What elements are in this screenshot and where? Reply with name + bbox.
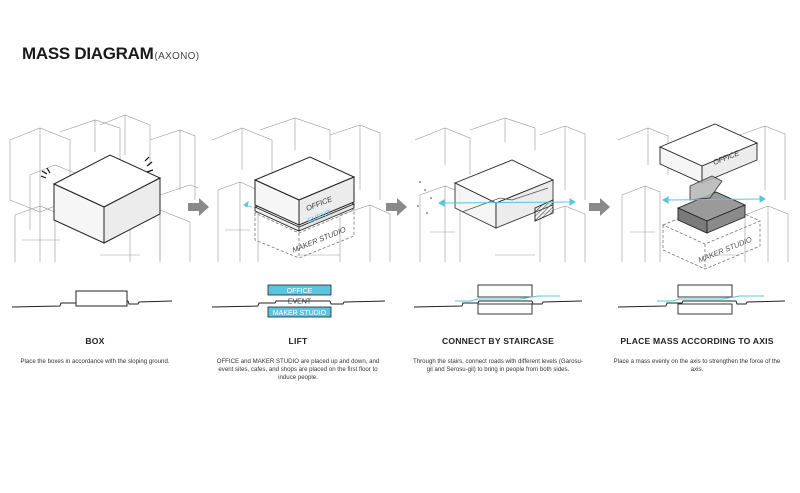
translucent-mass	[453, 159, 555, 229]
panel-axis-axono: OFFICE MAKER STUDIO	[617, 123, 789, 270]
dark-mass	[676, 175, 747, 234]
page-title-text: MASS DIAGRAM	[22, 44, 154, 63]
studio-mass-dashed	[661, 201, 762, 270]
step-title-staircase: CONNECT BY STAIRCASE	[441, 336, 555, 346]
panel-box-axono	[9, 114, 199, 262]
section-label-studio: MAKER STUDIO	[273, 310, 327, 317]
panel-staircase-axono	[414, 117, 586, 262]
context-buildings	[9, 114, 199, 262]
stair-dots	[417, 181, 432, 214]
section-studio-band	[267, 306, 332, 318]
step-title-lift: LIFT	[288, 336, 308, 346]
box-mass	[52, 154, 162, 244]
section-office-band	[267, 284, 332, 296]
panel-box-section	[11, 290, 173, 308]
flow-arrow-icon	[243, 200, 253, 208]
office-mass-floating	[658, 123, 759, 184]
step-title-axis: PLACE MASS ACCORDING TO AXIS	[620, 336, 774, 346]
step-desc-box: Place the boxes in accordance with the s…	[20, 358, 170, 365]
step-desc-axis: Place a mass evenly on the axis to stren…	[613, 358, 781, 373]
arrow-right-icon-3	[589, 198, 610, 216]
context-buildings	[211, 117, 391, 262]
section-label-office: OFFICE	[287, 288, 313, 295]
arrow-right-icon-1	[188, 198, 209, 216]
panel-lift-axono: OFFICE EVENT MAKER STUDIO	[211, 117, 391, 262]
step-desc-staircase: Through the stairs, connect roads with d…	[413, 358, 583, 373]
panel-lift-section: OFFICE EVENT MAKER STUDIO	[211, 284, 386, 318]
panel-staircase-section	[413, 284, 583, 315]
page-title: MASS DIAGRAM(AXONO)	[22, 44, 199, 64]
axis-arrow-icon	[438, 198, 576, 207]
page-subtitle: (AXONO)	[154, 51, 200, 62]
office-mass	[253, 156, 356, 226]
section-flow-line	[657, 295, 764, 302]
panel-axis-section	[617, 284, 786, 315]
studio-mass-dashed	[253, 189, 356, 259]
stair-path	[461, 187, 549, 213]
step-desc-lift: OFFICE and MAKER STUDIO are placed up an…	[216, 358, 380, 381]
section-label-event: EVENT	[288, 299, 312, 306]
section-flow-line	[455, 295, 560, 302]
step-title-box: BOX	[85, 336, 105, 346]
arrow-right-icon-2	[386, 198, 407, 216]
axis-arrow-icon	[662, 195, 766, 204]
slope-indicator-icon	[40, 156, 154, 179]
context-buildings	[617, 125, 789, 262]
